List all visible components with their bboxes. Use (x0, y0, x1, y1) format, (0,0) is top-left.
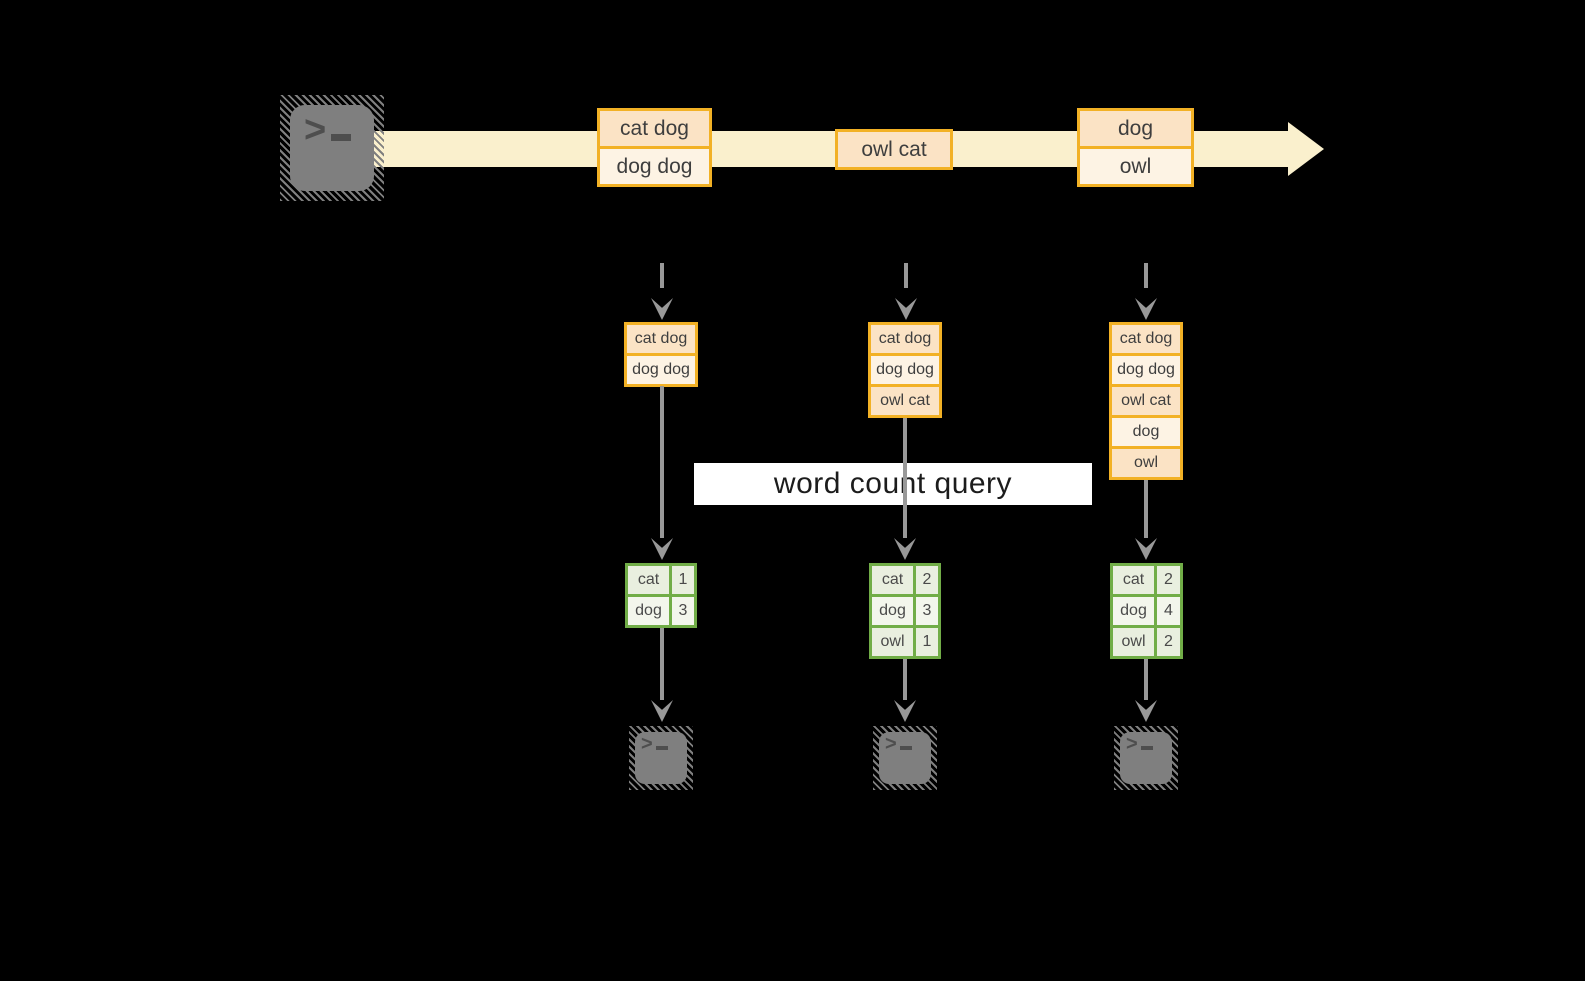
flow-arrow-line (1144, 480, 1148, 538)
sink-terminal-icon: > (629, 726, 693, 790)
count-row: cat 1 (628, 566, 694, 594)
down-arrowhead-icon (1135, 700, 1157, 722)
terminal-body (290, 105, 374, 191)
count-value-cell: 3 (916, 597, 938, 625)
stream-event-box-2: owl cat (835, 129, 953, 170)
count-value-cell: 3 (672, 597, 694, 625)
stream-event-line: cat dog (600, 111, 709, 146)
sink-terminal-icon: > (1114, 726, 1178, 790)
down-arrowhead-icon (894, 538, 916, 560)
word-count-table-2: cat 2 dog 3 owl 1 (869, 563, 941, 659)
count-value-cell: 2 (1157, 566, 1180, 594)
down-arrowhead-icon (651, 538, 673, 560)
buffer-cell: cat dog (627, 325, 695, 353)
count-value-cell: 1 (672, 566, 694, 594)
stream-event-line: owl cat (838, 132, 950, 167)
down-arrowhead-icon (1135, 298, 1157, 320)
buffer-cell: owl cat (1112, 387, 1180, 415)
down-arrowhead-icon (894, 700, 916, 722)
count-word-cell: cat (628, 566, 669, 594)
buffer-cell: owl cat (871, 387, 939, 415)
count-word-cell: cat (872, 566, 913, 594)
dashed-arrow-line (1144, 263, 1148, 288)
terminal-body (1120, 732, 1172, 784)
count-value-cell: 4 (1157, 597, 1180, 625)
event-buffer-box-1: cat dog dog dog (624, 322, 698, 387)
buffer-cell: owl (1112, 449, 1180, 477)
prompt-underscore-icon (655, 746, 668, 750)
buffer-cell: cat dog (1112, 325, 1180, 353)
count-row: owl 1 (872, 628, 938, 656)
buffer-cell: cat dog (871, 325, 939, 353)
count-word-cell: cat (1113, 566, 1154, 594)
count-value-cell: 2 (916, 566, 938, 594)
stream-event-box-1: cat dog dog dog (597, 108, 712, 187)
count-row: dog 3 (628, 597, 694, 625)
dashed-arrow-line (904, 263, 908, 288)
stream-event-line: owl (1080, 149, 1191, 184)
query-banner: word count query (694, 463, 1092, 505)
count-row: cat 2 (1113, 566, 1180, 594)
down-arrowhead-icon (1135, 538, 1157, 560)
count-word-cell: dog (628, 597, 669, 625)
count-row: dog 3 (872, 597, 938, 625)
prompt-chevron-icon: > (641, 733, 653, 755)
prompt-chevron-icon: > (1126, 733, 1138, 755)
down-arrowhead-icon (651, 700, 673, 722)
terminal-prompt-icon: > (885, 734, 912, 754)
count-word-cell: owl (1113, 628, 1154, 656)
event-buffer-box-3: cat dog dog dog owl cat dog owl (1109, 322, 1183, 480)
terminal-prompt-icon: > (304, 109, 352, 151)
down-arrowhead-icon (651, 298, 673, 320)
count-value-cell: 2 (1157, 628, 1180, 656)
count-word-cell: owl (872, 628, 913, 656)
count-word-cell: dog (872, 597, 913, 625)
stream-arrowhead-icon (1288, 122, 1324, 176)
flow-arrow-line (1144, 659, 1148, 700)
count-word-cell: dog (1113, 597, 1154, 625)
count-row: cat 2 (872, 566, 938, 594)
prompt-chevron-icon: > (304, 109, 327, 151)
word-count-table-1: cat 1 dog 3 (625, 563, 697, 628)
prompt-underscore-icon (1140, 746, 1153, 750)
down-arrowhead-icon (895, 298, 917, 320)
terminal-body (879, 732, 931, 784)
stream-event-line: dog (1080, 111, 1191, 146)
count-row: owl 2 (1113, 628, 1180, 656)
buffer-cell: dog dog (627, 356, 695, 384)
sink-terminal-icon: > (873, 726, 937, 790)
stream-event-line: dog dog (600, 149, 709, 184)
flow-arrow-line (903, 659, 907, 700)
banner-label: word count query (773, 467, 1013, 500)
terminal-prompt-icon: > (641, 734, 668, 754)
buffer-cell: dog dog (1112, 356, 1180, 384)
event-buffer-box-2: cat dog dog dog owl cat (868, 322, 942, 418)
dashed-arrow-line (660, 263, 664, 288)
flow-arrow-line (660, 386, 664, 538)
word-count-table-3: cat 2 dog 4 owl 2 (1110, 563, 1183, 659)
prompt-underscore-icon (899, 746, 912, 750)
count-value-cell: 1 (916, 628, 938, 656)
source-terminal-icon: > (280, 95, 384, 201)
buffer-cell: dog (1112, 418, 1180, 446)
flow-arrow-line (903, 418, 907, 538)
prompt-underscore-icon (331, 134, 352, 141)
prompt-chevron-icon: > (885, 733, 897, 755)
flow-arrow-line (660, 628, 664, 700)
terminal-prompt-icon: > (1126, 734, 1153, 754)
buffer-cell: dog dog (871, 356, 939, 384)
stream-event-box-3: dog owl (1077, 108, 1194, 187)
terminal-body (635, 732, 687, 784)
count-row: dog 4 (1113, 597, 1180, 625)
